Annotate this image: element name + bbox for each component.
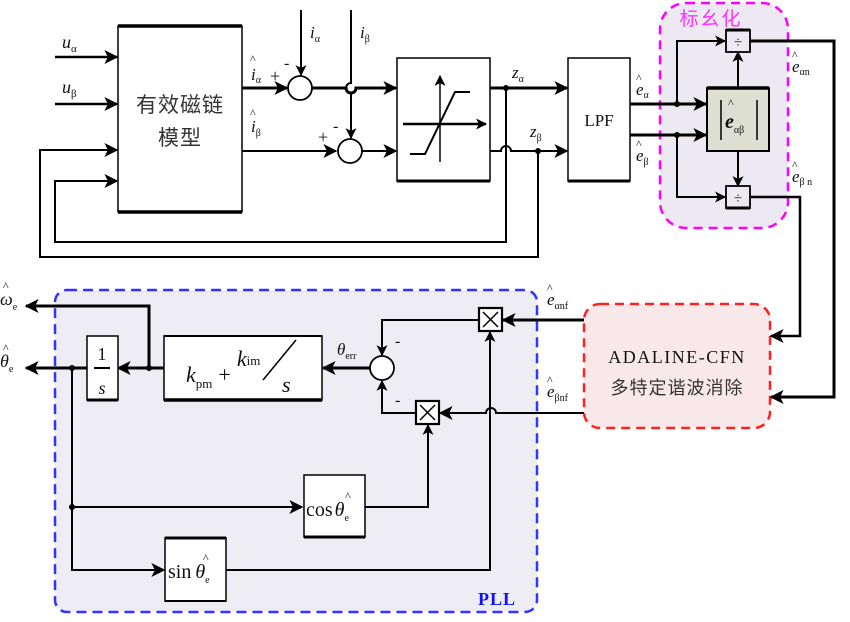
z-beta-wire [490,144,569,158]
theta-to-sin-wire [71,507,166,577]
sum2-minus: - [333,118,338,135]
i-hat-beta-hat: ^ [250,106,256,120]
magnitude-hat: ^ [728,96,734,110]
integrator-num: 1 [98,344,107,364]
e-hat-alpha-hat: ^ [636,71,642,85]
i-beta-wire [345,10,357,140]
multiply-bottom-block[interactable] [414,399,441,426]
e-hat-beta-hat: ^ [636,137,642,151]
z-alpha-label: zα [511,63,525,85]
flux-model-label-2: 模型 [158,126,202,150]
omega-hat: ^ [3,279,9,293]
pi-controller-block[interactable]: kpm+kim s [163,335,323,402]
sum-junction-error [369,355,395,381]
sum3-bottom-sign: - [395,392,400,409]
i-beta-label: iβ [360,23,370,45]
sin-hat: ^ [203,551,209,565]
adaline-label-1: ADALINE-CFN [608,347,746,367]
i-hat-beta-label: iβ [251,117,261,139]
flux-model-block[interactable]: 有效磁链 模型 [117,24,243,214]
u-alpha-label: uα [62,32,77,55]
e-beta-n-hat: ^ [792,158,798,172]
lpf-label: LPF [584,111,613,130]
sum-junction-beta [337,138,363,164]
e-alpha-nf-label: eαnf [547,290,569,312]
e-beta-nf-hat: ^ [547,373,553,387]
z-beta-node [535,148,541,154]
adaline-label-2: 多特定谐波消除 [611,378,744,399]
sum3-top-sign: - [395,333,400,350]
i-hat-alpha-hat: ^ [250,52,256,66]
z-alpha-node [503,85,509,91]
normalize-label: 标幺化 [679,8,742,30]
err-alpha-wire [312,81,398,95]
sum-junction-alpha [287,75,313,101]
feedback-z-beta-wire [39,143,539,258]
e-hat-alpha-label: eα [636,80,650,101]
divide-bottom-label: ÷ [734,191,742,207]
integrator-block[interactable]: 1 s [86,335,119,402]
theta-label: θe [0,351,14,375]
mult-top-to-sum-wire [376,319,479,357]
z-beta-label: zβ [529,122,542,144]
e-alpha-n-wire [750,39,836,404]
split-alpha-wire [676,35,727,104]
flux-model-label-1: 有效磁链 [136,93,224,117]
cos-to-mult-wire [365,423,434,508]
e-beta-n-wire [750,195,802,343]
theta-err-label: θerr [337,340,357,362]
i-alpha-label: iα [310,23,321,45]
e-beta-n-label: eβ n [792,167,812,188]
omega-label: ωe [0,289,18,313]
adaline-block[interactable] [582,302,772,430]
pi-fraction-slash [262,339,297,381]
magnitude-block[interactable]: ^ eαβ [706,86,770,152]
i-hat-alpha-label: iα [251,65,262,86]
u-beta-label: uβ [62,77,77,100]
pi-label: kpm+kim [186,346,260,391]
divide-top-label: ÷ [734,35,742,51]
divide-bottom-block[interactable]: ÷ [725,185,751,210]
sin-to-mult-wire [226,330,496,571]
integrator-den: s [98,378,105,398]
omega-output-wire [24,299,151,368]
theta-hat: ^ [3,341,9,355]
e-alpha-n-label: eαn [792,57,810,78]
sum2-plus: + [318,127,328,147]
e-hat-beta-label: eβ [636,146,649,168]
pll-label: PLL [478,589,516,609]
sat-curve-icon [410,91,470,155]
sum1-plus: + [270,66,280,86]
sum1-minus: - [284,55,289,72]
lpf-block[interactable]: LPF [567,57,631,183]
pi-den: s [282,372,291,397]
multiply-top-block[interactable] [477,306,504,333]
cos-hat: ^ [345,489,351,503]
feedback-z-alpha-wire [54,90,507,243]
divide-top-block[interactable]: ÷ [725,28,751,53]
split-beta-wire [676,135,727,203]
e-beta-nf-label: eβnf [547,382,569,404]
saturation-block[interactable] [396,57,491,183]
e-alpha-n-hat: ^ [792,48,798,62]
mult-bottom-to-sum-wire [376,379,416,414]
e-alpha-nf-hat: ^ [547,281,553,295]
magnitude-label: eαβ [725,111,744,136]
